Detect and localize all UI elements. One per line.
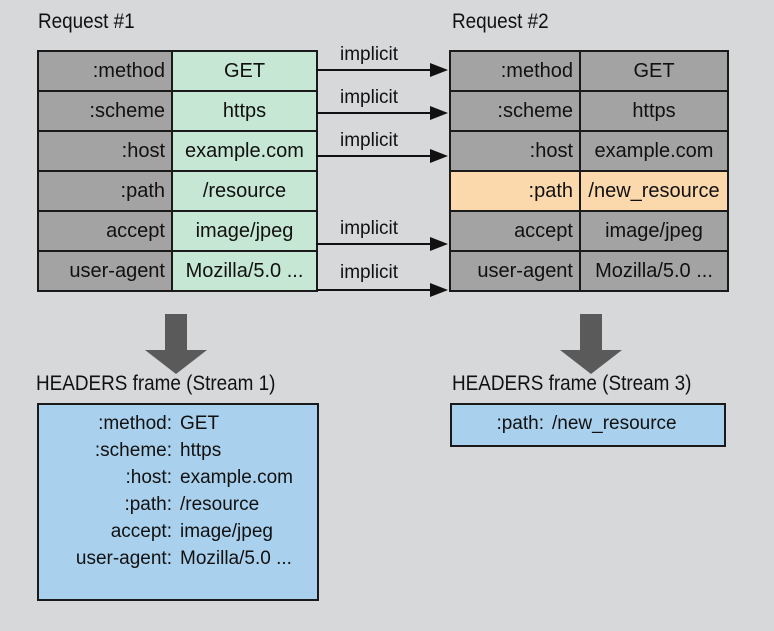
implicit-arrow-method: implicit bbox=[316, 44, 448, 77]
header-value: GET bbox=[579, 50, 729, 92]
request-2-title: Request #2 bbox=[452, 10, 549, 33]
frame-value: /resource bbox=[180, 494, 260, 515]
frame-key: :path: bbox=[124, 494, 172, 515]
request-1-row-accept: accept image/jpeg bbox=[37, 210, 318, 252]
header-value: example.com bbox=[579, 130, 729, 172]
header-key: :scheme bbox=[37, 90, 173, 132]
request-1-row-method: :method GET bbox=[37, 50, 318, 92]
frame-1-row: :method: GET bbox=[39, 410, 317, 437]
implicit-label: implicit bbox=[340, 218, 399, 239]
down-arrow-frame-1 bbox=[145, 314, 207, 374]
request-1-title: Request #1 bbox=[38, 10, 135, 33]
header-key: :host bbox=[37, 130, 173, 172]
header-key: :path bbox=[37, 170, 173, 212]
request-1-row-path: :path /resource bbox=[37, 170, 318, 212]
frame-value: /new_resource bbox=[552, 413, 677, 434]
header-value: example.com bbox=[171, 130, 318, 172]
header-key: accept bbox=[449, 210, 581, 252]
header-value: image/jpeg bbox=[579, 210, 729, 252]
request-2-row-scheme: :scheme https bbox=[449, 90, 729, 132]
header-key: :host bbox=[449, 130, 581, 172]
frame-value: Mozilla/5.0 ... bbox=[180, 548, 292, 569]
header-key: accept bbox=[37, 210, 173, 252]
request-2-row-accept: accept image/jpeg bbox=[449, 210, 729, 252]
frame-key: accept: bbox=[110, 521, 172, 542]
frame-1-row: user-agent: Mozilla/5.0 ... bbox=[39, 545, 317, 572]
frame-2-title: HEADERS frame (Stream 3) bbox=[452, 372, 692, 395]
header-key: :scheme bbox=[449, 90, 581, 132]
header-key: :method bbox=[449, 50, 581, 92]
implicit-arrow-user-agent: implicit bbox=[316, 262, 448, 297]
implicit-label: implicit bbox=[340, 262, 399, 283]
request-1-table: :method GET :scheme https :host example.… bbox=[37, 50, 318, 292]
frame-key: :host: bbox=[125, 467, 172, 488]
frame-2-row: :path: /new_resource bbox=[452, 410, 724, 437]
down-arrow-frame-2 bbox=[560, 314, 622, 374]
frame-key: :method: bbox=[98, 413, 172, 434]
request-1-row-scheme: :scheme https bbox=[37, 90, 318, 132]
header-value: Mozilla/5.0 ... bbox=[171, 250, 318, 292]
frame-2-box: :path: /new_resource bbox=[450, 403, 726, 447]
header-key: user-agent bbox=[449, 250, 581, 292]
implicit-arrow-accept: implicit bbox=[316, 218, 448, 251]
header-key: :method bbox=[37, 50, 173, 92]
request-2-row-path-changed: :path /new_resource bbox=[449, 170, 729, 212]
frame-value: GET bbox=[180, 413, 220, 434]
header-value: /resource bbox=[171, 170, 318, 212]
frame-1-row: :path: /resource bbox=[39, 491, 317, 518]
implicit-arrow-scheme: implicit bbox=[316, 87, 448, 120]
frame-key: user-agent: bbox=[75, 548, 172, 569]
header-value: /new_resource bbox=[579, 170, 729, 212]
request-2-row-user-agent: user-agent Mozilla/5.0 ... bbox=[449, 250, 729, 292]
frame-key: :scheme: bbox=[94, 440, 172, 461]
frame-1-row: accept: image/jpeg bbox=[39, 518, 317, 545]
implicit-label: implicit bbox=[340, 44, 399, 65]
request-2-row-method: :method GET bbox=[449, 50, 729, 92]
header-value: Mozilla/5.0 ... bbox=[579, 250, 729, 292]
frame-value: example.com bbox=[180, 467, 293, 488]
implicit-label: implicit bbox=[340, 130, 399, 151]
header-value: GET bbox=[171, 50, 318, 92]
request-2-row-host: :host example.com bbox=[449, 130, 729, 172]
header-key: :path bbox=[449, 170, 581, 212]
implicit-label: implicit bbox=[340, 87, 399, 108]
header-key: user-agent bbox=[37, 250, 173, 292]
frame-value: https bbox=[180, 440, 222, 461]
frame-1-row: :host: example.com bbox=[39, 464, 317, 491]
frame-1-row: :scheme: https bbox=[39, 437, 317, 464]
header-value: image/jpeg bbox=[171, 210, 318, 252]
frame-1-box: :method: GET :scheme: https :host: example.… bbox=[37, 403, 319, 601]
frame-key: :path: bbox=[496, 413, 544, 434]
header-value: https bbox=[171, 90, 318, 132]
request-1-row-user-agent: user-agent Mozilla/5.0 ... bbox=[37, 250, 318, 292]
header-value: https bbox=[579, 90, 729, 132]
request-1-row-host: :host example.com bbox=[37, 130, 318, 172]
frame-1-title: HEADERS frame (Stream 1) bbox=[36, 372, 276, 395]
request-2-table: :method GET :scheme https :host example.… bbox=[449, 50, 729, 292]
frame-value: image/jpeg bbox=[180, 521, 273, 542]
implicit-arrow-host: implicit bbox=[316, 130, 448, 163]
